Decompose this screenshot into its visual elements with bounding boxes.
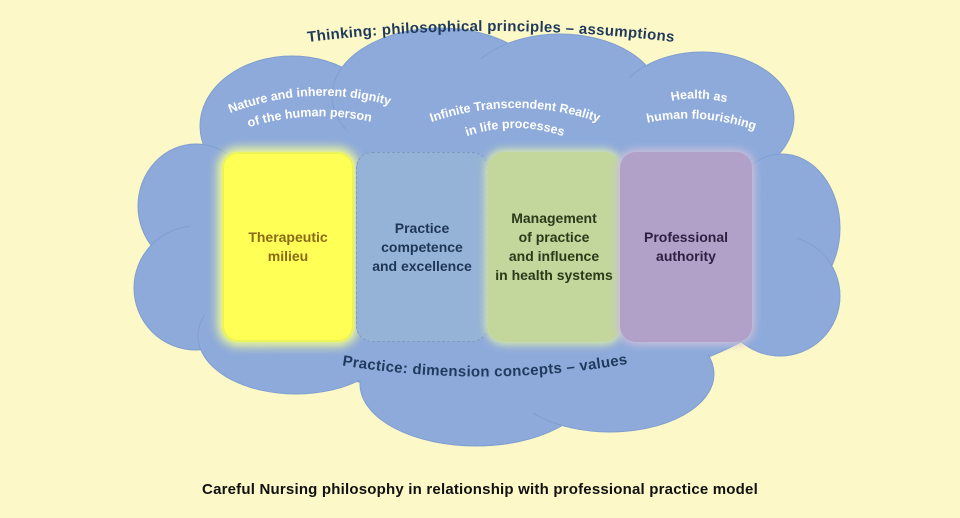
box-therapeutic-milieu: Therapeutic milieu xyxy=(222,152,354,342)
box-practice-competence: Practice competence and excellence xyxy=(356,152,488,342)
box-label: Management of practice and influence in … xyxy=(495,210,613,283)
box-professional-authority: Professional authority xyxy=(620,152,752,342)
box-label: Therapeutic milieu xyxy=(248,229,328,264)
box-management-of-practice: Management of practice and influence in … xyxy=(488,152,620,342)
box-label: Practice competence and excellence xyxy=(372,219,472,274)
box-label: Professional authority xyxy=(643,229,729,264)
figure-caption: Careful Nursing philosophy in relationsh… xyxy=(202,481,758,498)
